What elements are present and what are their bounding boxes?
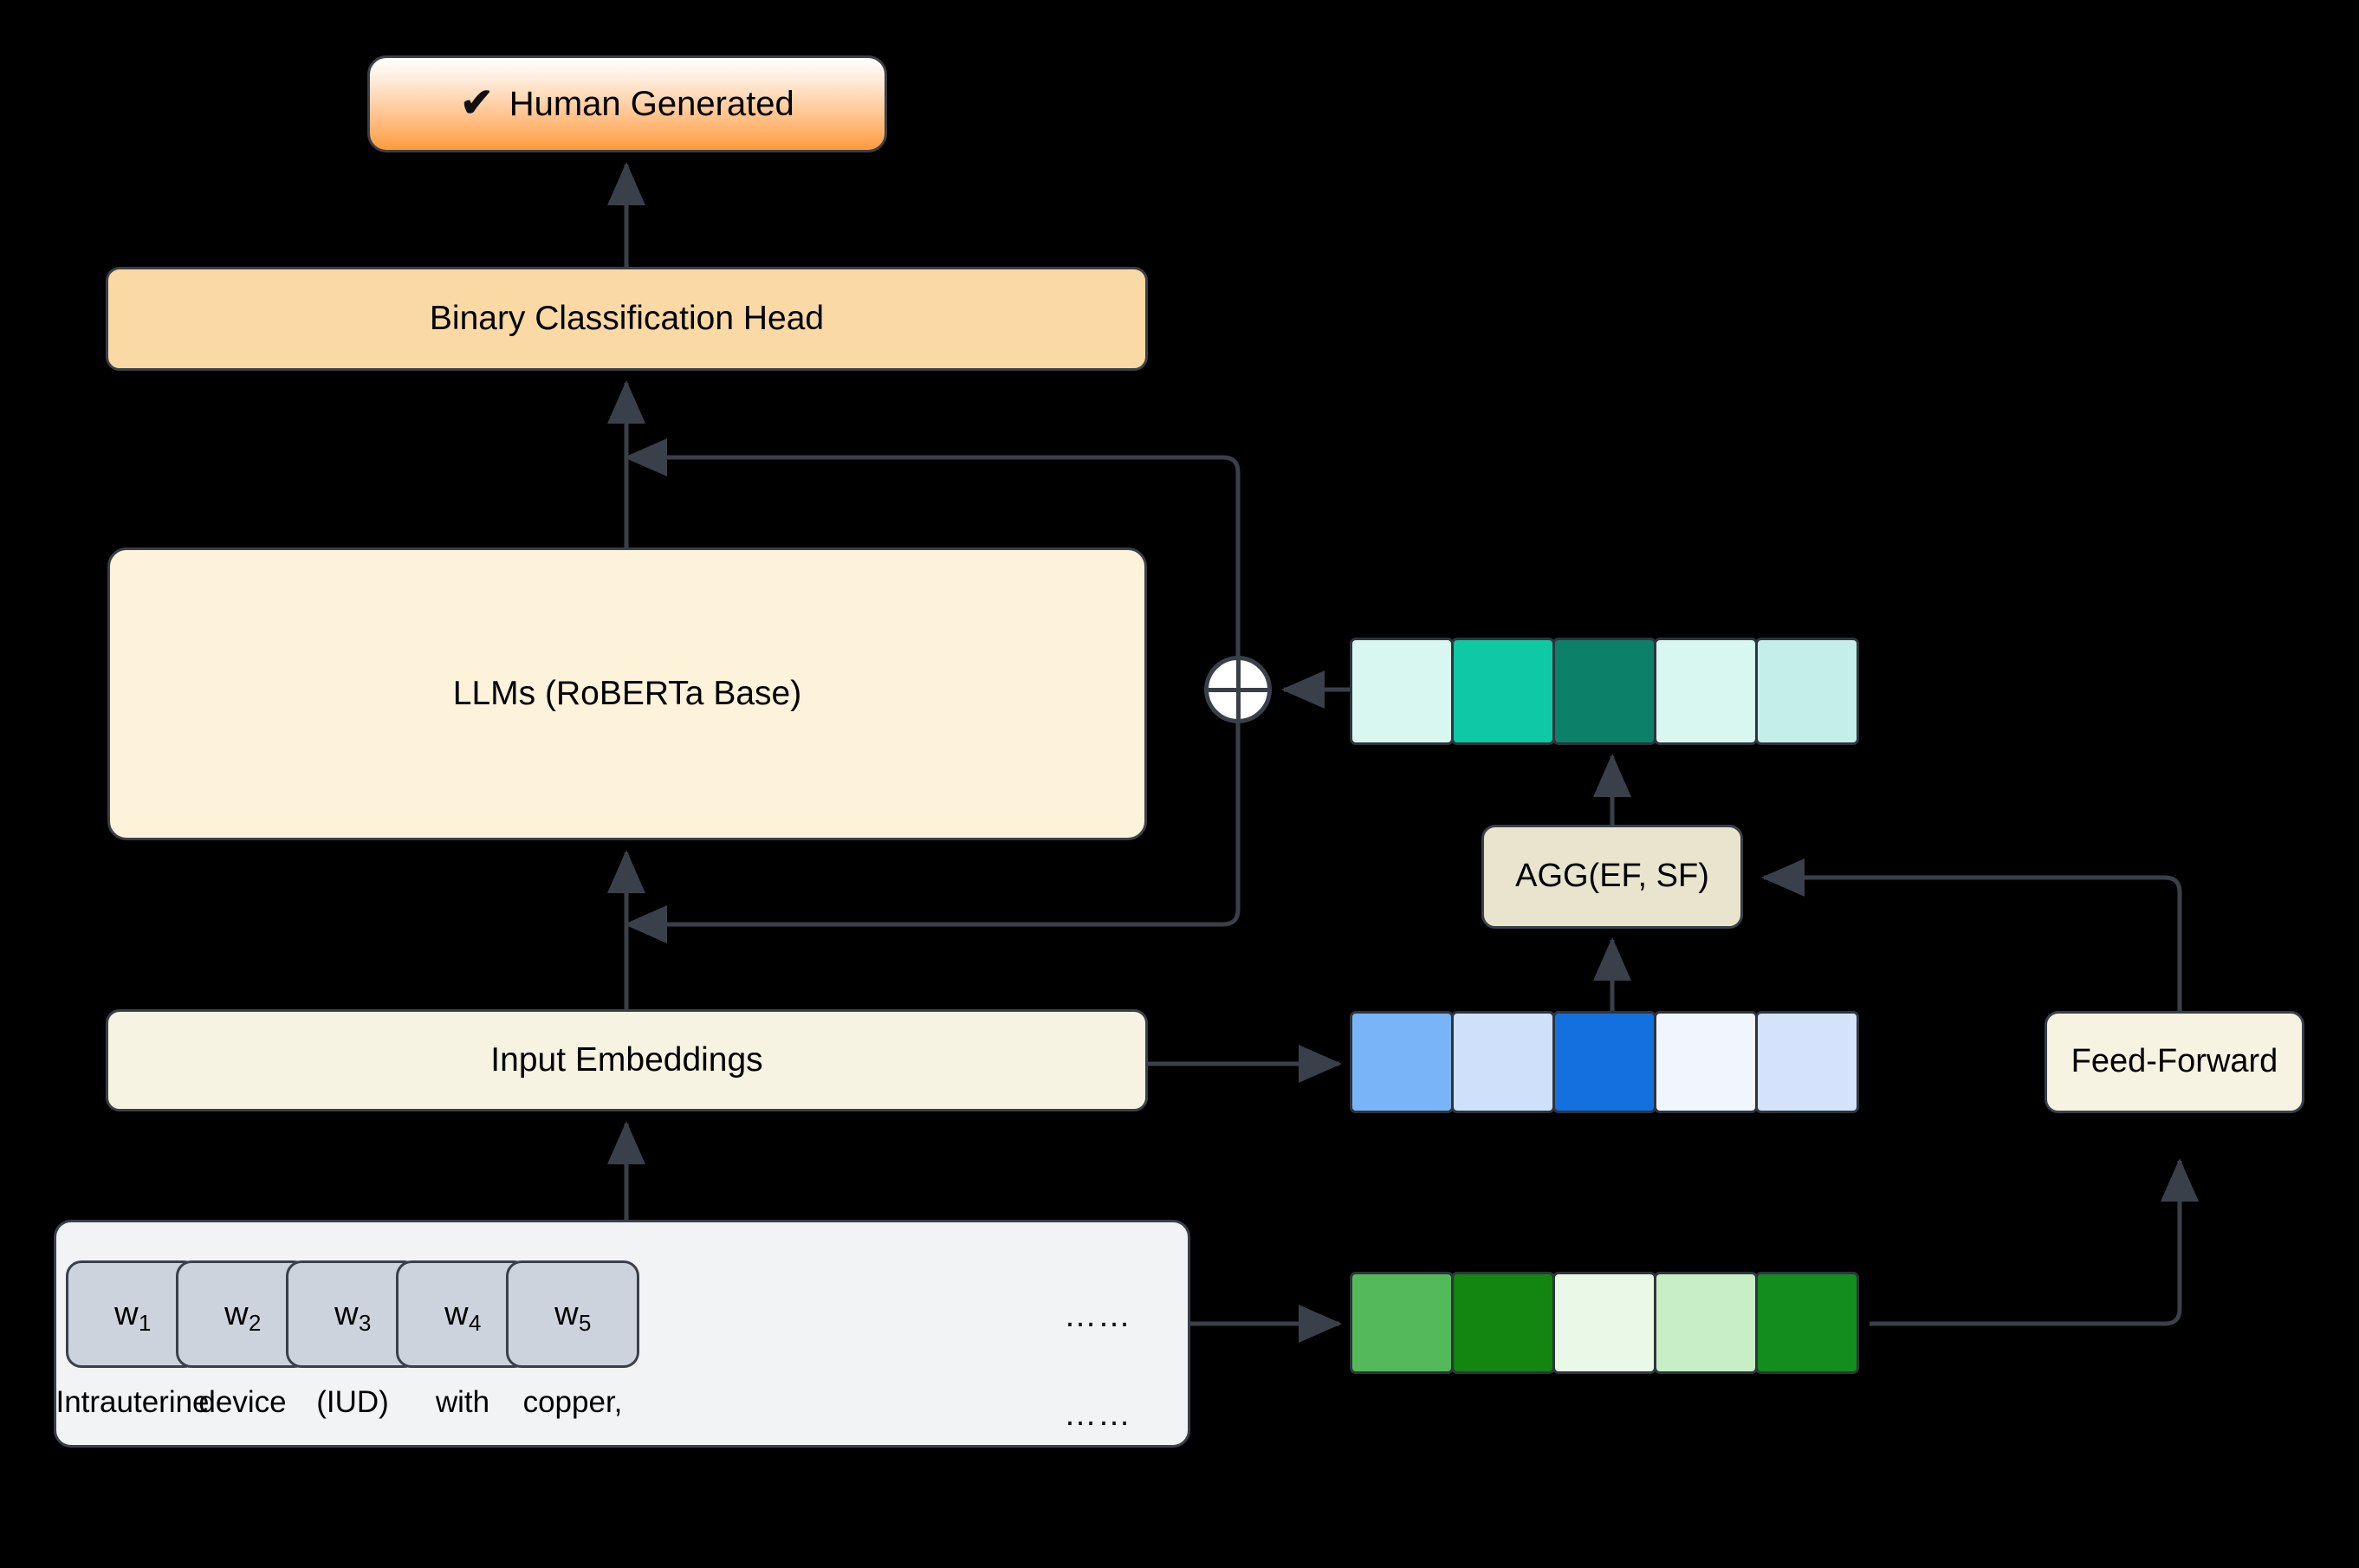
binary-classification-head-label: Binary Classification Head xyxy=(429,299,825,337)
vector-cell xyxy=(1755,638,1859,745)
vector-cell xyxy=(1350,638,1454,745)
stylometric-feature-vector xyxy=(1350,1272,1859,1374)
token-ellipsis-top: …… xyxy=(1064,1298,1131,1334)
token-word-label: device xyxy=(198,1385,287,1419)
llms-roberta-base-box[interactable]: LLMs (RoBERTa Base) xyxy=(107,548,1147,840)
check-mark-icon: ✔ xyxy=(460,80,494,125)
feed-forward-label: Feed-Forward xyxy=(2071,1043,2278,1080)
vector-cell xyxy=(1350,1272,1454,1374)
binary-classification-head-box[interactable]: Binary Classification Head xyxy=(106,267,1148,371)
token-word-ellipsis: …… xyxy=(1064,1396,1131,1433)
aggregation-box[interactable]: AGG(EF, SF) xyxy=(1481,825,1743,929)
input-embeddings-box[interactable]: Input Embeddings xyxy=(106,1009,1148,1111)
vector-cell xyxy=(1654,638,1758,745)
feed-forward-box[interactable]: Feed-Forward xyxy=(2045,1011,2304,1113)
vector-cell xyxy=(1552,1272,1656,1374)
vector-cell xyxy=(1451,638,1555,745)
vector-cell xyxy=(1755,1011,1859,1113)
vector-cell xyxy=(1654,1272,1758,1374)
vector-cell xyxy=(1654,1011,1758,1113)
vector-cell xyxy=(1350,1011,1454,1113)
input-embedding-vector xyxy=(1350,1011,1859,1113)
token-word-label: Intrauterine xyxy=(55,1385,210,1419)
token-word-label: copper, xyxy=(522,1385,623,1419)
aggregation-label: AGG(EF, SF) xyxy=(1515,858,1709,895)
input-embeddings-label: Input Embeddings xyxy=(490,1040,763,1079)
token-word-label: (IUD) xyxy=(316,1385,389,1419)
wire-green-to-ff-leg xyxy=(1870,1189,2182,1326)
vector-cell xyxy=(1451,1011,1555,1113)
token-word-label: with xyxy=(435,1385,490,1419)
wire-ff-to-agg xyxy=(1760,859,2182,1011)
vector-cell xyxy=(1552,1011,1656,1113)
combined-feature-vector xyxy=(1350,638,1859,745)
circled-plus-icon xyxy=(1204,656,1272,723)
token-column: w5 copper, xyxy=(503,1260,642,1420)
token-box[interactable]: w5 xyxy=(506,1260,639,1368)
vector-cell xyxy=(1552,638,1656,745)
human-generated-output-box[interactable]: ✔ Human Generated xyxy=(367,55,887,152)
vector-cell xyxy=(1451,1272,1555,1374)
llms-label: LLMs (RoBERTa Base) xyxy=(452,674,802,712)
vector-cell xyxy=(1755,1272,1859,1374)
human-generated-label: Human Generated xyxy=(509,85,794,123)
